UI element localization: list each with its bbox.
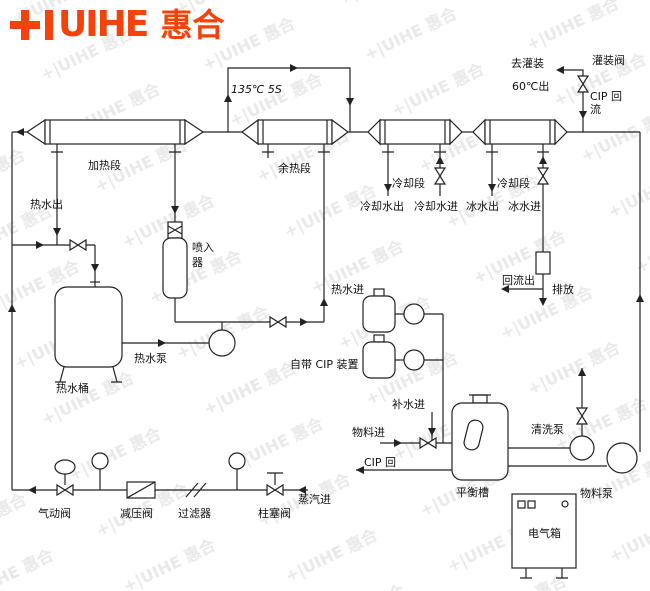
material-in-valve (419, 436, 437, 450)
cleaning-pump-symbol (569, 435, 595, 461)
exchanger-body (379, 119, 451, 145)
filter-symbol (185, 482, 207, 498)
label-plunger-valve: 柱塞阀 (258, 506, 291, 520)
cip-unit (362, 288, 396, 379)
pneumatic-actuator (54, 459, 76, 475)
cooling-water-in-valve (433, 167, 447, 185)
label-pressure-reducing-valve: 减压阀 (120, 506, 153, 520)
exchanger-cone (367, 118, 381, 146)
flow-arrows (8, 64, 644, 494)
label-pneumatic-valve: 气动阀 (38, 506, 71, 520)
label-material-pump: 物料泵 (580, 486, 613, 500)
exchanger-cone (472, 118, 486, 146)
label-cooling-section-b: 冷却段 (497, 176, 530, 190)
drain-sight-glass (535, 251, 551, 275)
label-heating-section: 加热段 (88, 158, 121, 172)
logo-bar-icon (45, 10, 53, 40)
label-steam-in: 蒸汽进 (298, 492, 331, 506)
exchanger-cone (184, 118, 205, 146)
label-filling-valve: 灌装阀 (592, 53, 625, 67)
label-cooling-water-in: 冷却水进 (414, 200, 458, 213)
label-reflux-out: 回流出 (502, 273, 535, 287)
label-cooling-water-out: 冷却水出 (360, 199, 404, 213)
label-cip-return: CIP 回 (364, 456, 396, 469)
heat-exchanger-cooling-a (367, 118, 463, 146)
heat-exchanger-regen (241, 118, 349, 146)
label-regen-section: 余热段 (278, 161, 311, 175)
hot-water-valve (69, 238, 87, 252)
label-material-in: 物料进 (352, 425, 385, 439)
label-builtin-cip-unit: 自带 CIP 装置 (290, 358, 359, 371)
pressure-gauge-1 (91, 452, 109, 470)
label-drain: 排放 (552, 282, 574, 296)
pressure-gauge-2 (228, 452, 246, 470)
plunger-valve-symbol (266, 483, 284, 497)
diagram-labels: 加热段 余热段 冷却段 冷却段 135℃ 5S 去灌装 60℃出 灌装阀 CIP… (30, 53, 625, 540)
heat-exchanger-heating (25, 118, 205, 146)
cip-pump-2 (403, 349, 425, 371)
hot-water-pump-symbol (208, 329, 236, 357)
label-ice-water-out: 冰水出 (466, 199, 499, 213)
exchanger-cone (25, 118, 46, 146)
label-cleaning-pump: 清洗泵 (531, 423, 564, 436)
logo-plus-icon (10, 10, 40, 40)
balance-tank (451, 394, 509, 481)
exchanger-body (484, 119, 556, 145)
ice-water-in-valve (536, 167, 550, 185)
label-cip-reflux-1: CIP 回 (590, 90, 622, 103)
hot-water-in-valve (269, 315, 287, 329)
label-balance-tank: 平衡槽 (456, 486, 489, 499)
label-outlet-60c: 60℃出 (512, 79, 549, 93)
label-hot-water-in: 热水进 (331, 283, 364, 296)
exchanger-cone (331, 118, 349, 146)
balance-tank-float (463, 419, 484, 451)
label-hold-temp: 135℃ 5S (231, 83, 282, 96)
heat-exchanger-cooling-b (472, 118, 568, 146)
label-hot-water-tank: 热水桶 (56, 381, 89, 395)
electrical-box (511, 493, 577, 579)
label-injector-1: 喷入 (192, 241, 214, 254)
label-electrical-box: 电气箱 (528, 526, 561, 540)
label-to-filling: 去灌装 (511, 57, 544, 70)
hot-water-tank (54, 286, 123, 383)
pneumatic-valve-symbol (54, 459, 76, 497)
exchanger-cone (554, 118, 568, 146)
steam-injector (162, 221, 188, 299)
exchanger-cone (241, 118, 259, 146)
label-hot-water-pump: 热水泵 (134, 352, 167, 365)
exchanger-body (44, 119, 186, 145)
steam-line-components (91, 452, 246, 499)
logo-cn-text: 惠合 (160, 6, 225, 44)
label-injector-2: 器 (192, 256, 203, 269)
label-cooling-section-a: 冷却段 (392, 176, 425, 190)
logo-latin-text: UIHE (58, 4, 149, 45)
cip-pump-1 (403, 303, 425, 325)
label-makeup-water-in: 补水进 (392, 398, 425, 411)
brand-logo: UIHE 惠合 (10, 7, 224, 43)
valves (54, 75, 590, 497)
material-pump-symbol (606, 442, 638, 474)
label-filter: 过滤器 (178, 507, 211, 520)
label-ice-water-in: 冰水进 (508, 200, 541, 213)
filling-valve-symbol (576, 75, 590, 93)
cleaning-pump-valve (575, 407, 589, 425)
exchanger-body (257, 119, 333, 145)
pressure-reducing-valve-symbol (126, 481, 156, 499)
exchanger-cone (449, 118, 463, 146)
label-cip-reflux-2: 流 (590, 102, 601, 116)
label-hot-water-out: 热水出 (30, 197, 63, 211)
